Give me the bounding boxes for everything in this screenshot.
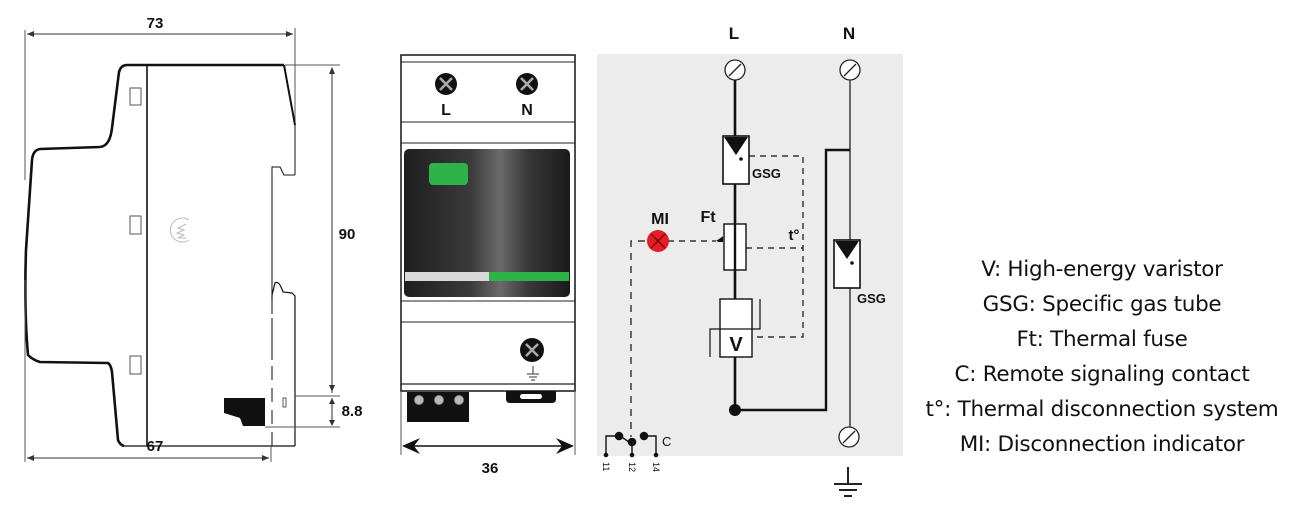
neutral-terminal-icon — [839, 59, 861, 81]
contact-pin-12: 12 — [627, 462, 637, 472]
component-legend: V: High-energy varistor GSG: Specific ga… — [905, 252, 1299, 462]
contact-pin-11: 11 — [601, 462, 611, 471]
gas-tube-l — [722, 135, 750, 185]
thermal-fuse — [716, 223, 747, 271]
junction-dot — [729, 404, 741, 416]
dimension-67: 67 — [24, 280, 272, 462]
dimension-8-8: 8.8 — [265, 395, 363, 428]
earth-terminal-icon — [838, 426, 860, 448]
line-label: L — [729, 24, 739, 43]
status-window — [429, 163, 468, 185]
status-bar-used — [405, 272, 489, 281]
varistor-label: V — [729, 334, 743, 356]
device-side-profile — [24, 63, 296, 448]
dimension-73-label: 73 — [147, 15, 164, 32]
terminal-screw-n — [516, 73, 538, 95]
disconnection-indicator-icon — [647, 230, 669, 252]
earth-symbol-icon — [527, 366, 539, 381]
ground-symbol-icon — [834, 467, 862, 497]
legend-item-signal-contact: C: Remote signaling contact — [954, 362, 1250, 387]
thermal-system-label: t° — [789, 227, 800, 244]
terminal-label-l: L — [441, 102, 451, 119]
dimension-8-8-label: 8.8 — [342, 403, 363, 420]
thermal-link-dashed — [746, 155, 804, 338]
contact-pin-14: 14 — [651, 462, 661, 472]
contact-label: C — [662, 434, 671, 449]
din-clip — [506, 391, 556, 403]
gas-tube-n — [833, 239, 861, 289]
status-bar-ok — [489, 272, 569, 281]
certification-mark-icon — [169, 217, 190, 243]
legend-item-varistor: V: High-energy varistor — [981, 257, 1223, 282]
terminal-screw-l — [435, 73, 457, 95]
dimension-67-label: 67 — [147, 438, 164, 455]
side-view-drawing: 73 90 — [24, 15, 363, 462]
dimension-36-label: 36 — [482, 460, 499, 477]
legend-item-thermal-fuse: Ft: Thermal fuse — [1016, 327, 1188, 352]
earth-terminal-screw — [520, 338, 544, 362]
legend-item-gas-tube: GSG: Specific gas tube — [982, 292, 1222, 317]
indicator-label: MI — [651, 211, 669, 228]
line-terminal-icon — [724, 59, 746, 81]
legend-item-indicator: MI: Disconnection indicator — [959, 432, 1245, 457]
neutral-label: N — [843, 24, 855, 43]
varistor — [709, 298, 761, 358]
front-view-drawing: L N 36 — [400, 54, 576, 477]
legend-item-thermal-system: t°: Thermal disconnection system — [925, 397, 1279, 422]
dimension-73: 73 — [24, 15, 296, 180]
dimension-36: 36 — [400, 392, 576, 477]
wiring-schematic: L N GSG GSG — [597, 24, 903, 497]
terminal-label-n: N — [521, 102, 533, 119]
remote-signal-contact — [603, 431, 659, 458]
protection-module — [404, 149, 570, 297]
dimension-90-label: 90 — [339, 226, 356, 243]
device-front-body — [400, 54, 576, 392]
gas-tube-label-2: GSG — [857, 291, 886, 306]
thermal-fuse-label: Ft — [700, 209, 716, 226]
din-rail-clip — [224, 398, 265, 426]
signal-terminal-screws — [414, 395, 464, 405]
gas-tube-label-1: GSG — [752, 166, 781, 181]
dimension-90: 90 — [285, 64, 356, 393]
